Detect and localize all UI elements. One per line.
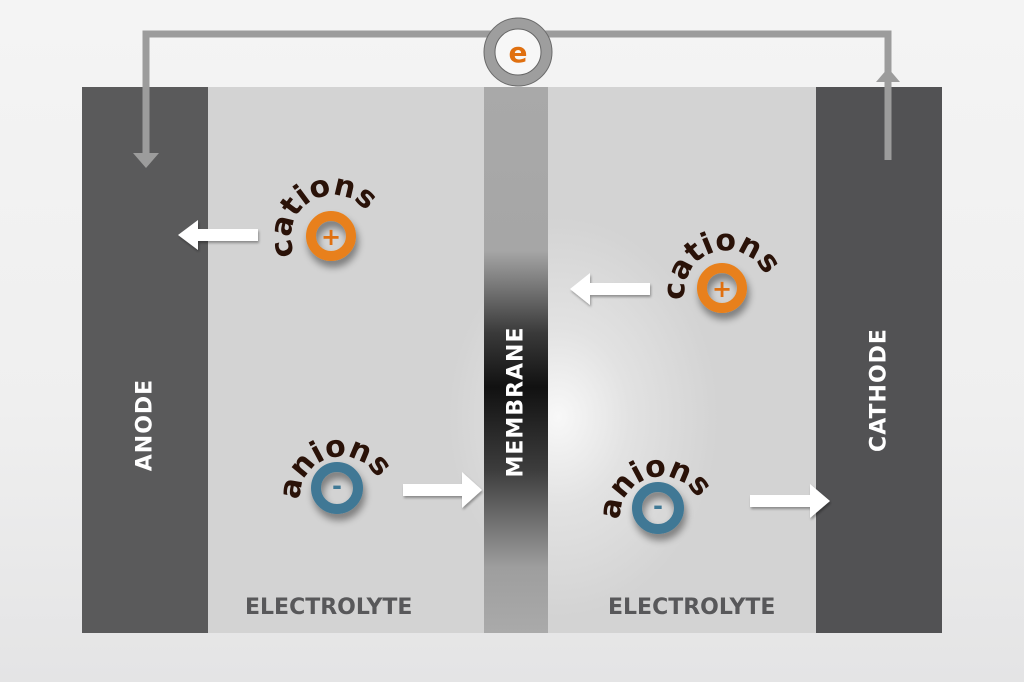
anion-left: - anions [272, 429, 399, 514]
cathode-electrode: CATHODE [816, 87, 942, 633]
electrolyte-right-label: ELECTROLYTE [608, 595, 776, 620]
cation-left: + cations [263, 168, 384, 262]
anode-electrode: ANODE [82, 87, 208, 633]
electron-badge: e [483, 17, 553, 87]
electrolyte-left-label: ELECTROLYTE [245, 595, 413, 620]
cation-right-sign: + [712, 275, 732, 303]
arrow-anion-left-icon [403, 472, 482, 508]
arrow-cation-right-icon [570, 273, 650, 305]
cation-left-sign: + [321, 223, 341, 251]
membrane: MEMBRANE [484, 87, 548, 633]
anion-left-sign: - [332, 472, 342, 500]
arrow-cation-left-icon [178, 220, 258, 250]
wire-arrow-down-icon [133, 153, 159, 168]
electron-symbol: e [509, 36, 528, 69]
electrolyte-left [208, 87, 484, 633]
anion-right: - anions [592, 449, 719, 534]
cation-right: + cations [657, 223, 788, 313]
wire-arrow-up-icon [876, 68, 900, 82]
electrolyte-right [548, 87, 816, 633]
anion-right-sign: - [653, 492, 663, 520]
arrow-anion-right-icon [750, 484, 830, 518]
